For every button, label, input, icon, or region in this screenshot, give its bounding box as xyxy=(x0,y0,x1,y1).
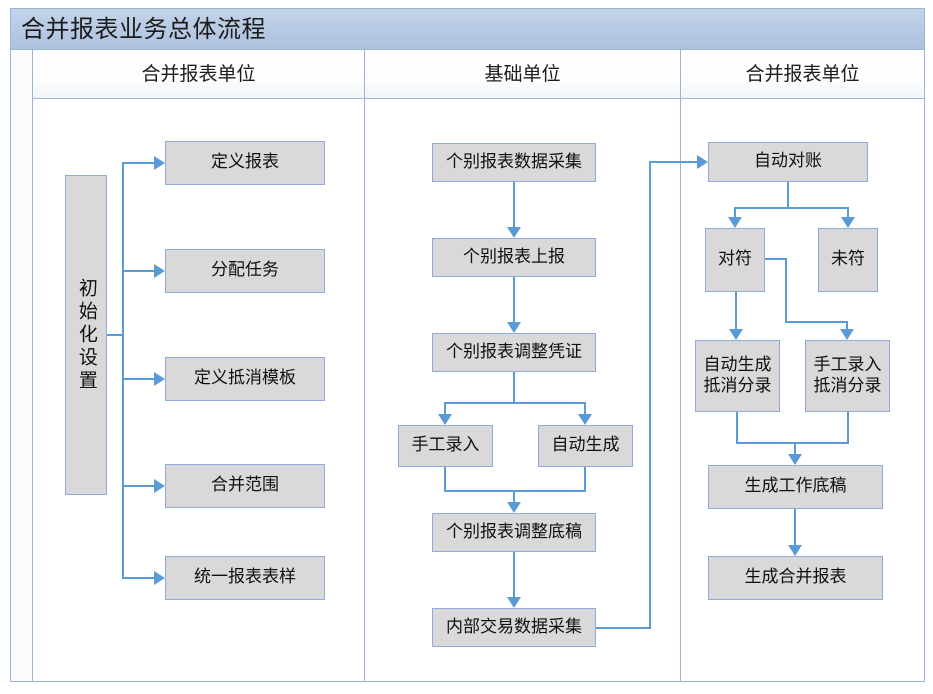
connector-manual-offset-down xyxy=(847,412,849,442)
connector-merge-to-worksheet xyxy=(794,442,796,454)
arrow-to-define-report xyxy=(154,156,165,170)
auto-offset-line1: 自动生成 xyxy=(703,354,772,375)
arrow-to-manual-offset xyxy=(840,329,854,340)
connector-worksheet-to-report xyxy=(794,509,796,545)
connector-m6-up xyxy=(649,161,651,629)
connector-left-spine xyxy=(122,162,124,578)
connector-r1-split-bar xyxy=(734,207,849,209)
connector-m6-right xyxy=(596,627,651,629)
node-unmatched[interactable]: 未符 xyxy=(818,228,878,292)
arrow-to-consolidated-report xyxy=(788,545,802,556)
connector-manual-down xyxy=(444,467,446,490)
connector-init-stub xyxy=(107,334,124,336)
connector-m5-m6 xyxy=(513,552,515,597)
connector-init-to-unified-format xyxy=(122,577,154,579)
arrow-to-unified-format xyxy=(154,571,165,585)
swimlane-header-middle: 基础单位 xyxy=(484,63,561,85)
connector-matched-right xyxy=(765,258,787,260)
node-individual-report-collect[interactable]: 个别报表数据采集 xyxy=(432,143,596,182)
arrow-to-merge-scope xyxy=(154,479,165,493)
arrow-to-auto-offset xyxy=(729,329,743,340)
connector-manual-offset-stem xyxy=(846,321,848,329)
node-define-report[interactable]: 定义报表 xyxy=(165,141,325,185)
connector-m6-to-r1 xyxy=(649,161,697,163)
connector-matched-down xyxy=(785,258,787,323)
node-internal-transaction-collect[interactable]: 内部交易数据采集 xyxy=(432,608,596,647)
arrow-to-offset-template xyxy=(154,372,165,386)
connector-m3-split-bar xyxy=(444,402,585,404)
arrow-to-matched xyxy=(728,217,742,228)
lane-divider-1 xyxy=(364,50,365,681)
arrow-to-auto-reconcile xyxy=(697,155,708,169)
node-generate-consolidated-report[interactable]: 生成合并报表 xyxy=(708,556,883,600)
arrow-m1-m2 xyxy=(507,227,521,238)
node-merge-scope[interactable]: 合并范围 xyxy=(165,464,325,508)
swimlane-header-row: 合并报表单位 基础单位 合并报表单位 xyxy=(33,50,924,99)
arrow-to-auto-generate xyxy=(578,414,592,425)
connector-matched-to-manual-offset xyxy=(785,321,848,323)
node-individual-report-draft[interactable]: 个别报表调整底稿 xyxy=(432,513,596,552)
arrow-m2-m3 xyxy=(507,322,521,333)
node-init-setup[interactable]: 初始化设置 xyxy=(65,175,107,495)
node-matched[interactable]: 对符 xyxy=(705,228,765,292)
connector-r1-stem xyxy=(787,182,789,207)
node-auto-generate-offset-entry[interactable]: 自动生成 抵消分录 xyxy=(695,340,780,412)
node-manual-entry-offset-entry[interactable]: 手工录入 抵消分录 xyxy=(805,340,890,412)
connector-init-to-merge-scope xyxy=(122,485,154,487)
node-auto-generate[interactable]: 自动生成 xyxy=(538,425,633,467)
lane-divider-2 xyxy=(680,50,681,681)
node-individual-report-voucher[interactable]: 个别报表调整凭证 xyxy=(432,333,596,372)
connector-auto-offset-down xyxy=(736,412,738,442)
node-unified-report-format[interactable]: 统一报表表样 xyxy=(165,556,325,600)
arrow-m5-m6 xyxy=(507,597,521,608)
arrow-to-manual-entry xyxy=(438,414,452,425)
manual-offset-line1: 手工录入 xyxy=(813,354,882,375)
connector-split-to-matched xyxy=(734,207,736,217)
swimlane-header-left: 合并报表单位 xyxy=(141,63,256,85)
left-margin-band xyxy=(11,50,33,681)
node-generate-worksheet[interactable]: 生成工作底稿 xyxy=(708,465,883,509)
manual-offset-line2: 抵消分录 xyxy=(813,376,882,396)
node-individual-report-submit[interactable]: 个别报表上报 xyxy=(432,238,596,277)
connector-init-to-define-report xyxy=(122,162,154,164)
connector-auto-down xyxy=(584,467,586,490)
connector-split-to-auto xyxy=(584,402,586,414)
connector-split-to-manual xyxy=(444,402,446,414)
connector-init-to-assign-task xyxy=(122,270,154,272)
diagram-title-bar: 合并报表业务总体流程 xyxy=(10,8,925,50)
auto-offset-line2: 抵消分录 xyxy=(703,376,772,396)
connector-m1-m2 xyxy=(513,182,515,227)
swimlane-header-right: 合并报表单位 xyxy=(745,63,860,85)
page-title: 合并报表业务总体流程 xyxy=(21,15,266,43)
connector-offset-merge-bar xyxy=(736,442,849,444)
arrow-to-report-draft xyxy=(507,502,521,513)
connector-merge-bar xyxy=(444,490,586,492)
node-manual-entry[interactable]: 手工录入 xyxy=(398,425,493,467)
connector-init-to-offset-template xyxy=(122,378,154,380)
connector-m2-m3 xyxy=(513,277,515,322)
arrow-to-assign-task xyxy=(154,264,165,278)
arrow-to-unmatched xyxy=(841,217,855,228)
connector-m3-split-stem xyxy=(513,372,515,402)
connector-split-to-unmatched xyxy=(847,207,849,217)
node-assign-task[interactable]: 分配任务 xyxy=(165,249,325,293)
node-define-offset-template[interactable]: 定义抵消模板 xyxy=(165,357,325,401)
node-auto-reconcile[interactable]: 自动对账 xyxy=(708,142,868,182)
connector-matched-to-auto-offset xyxy=(735,292,737,329)
connector-merge-to-m5 xyxy=(513,490,515,502)
arrow-to-worksheet xyxy=(788,454,802,465)
